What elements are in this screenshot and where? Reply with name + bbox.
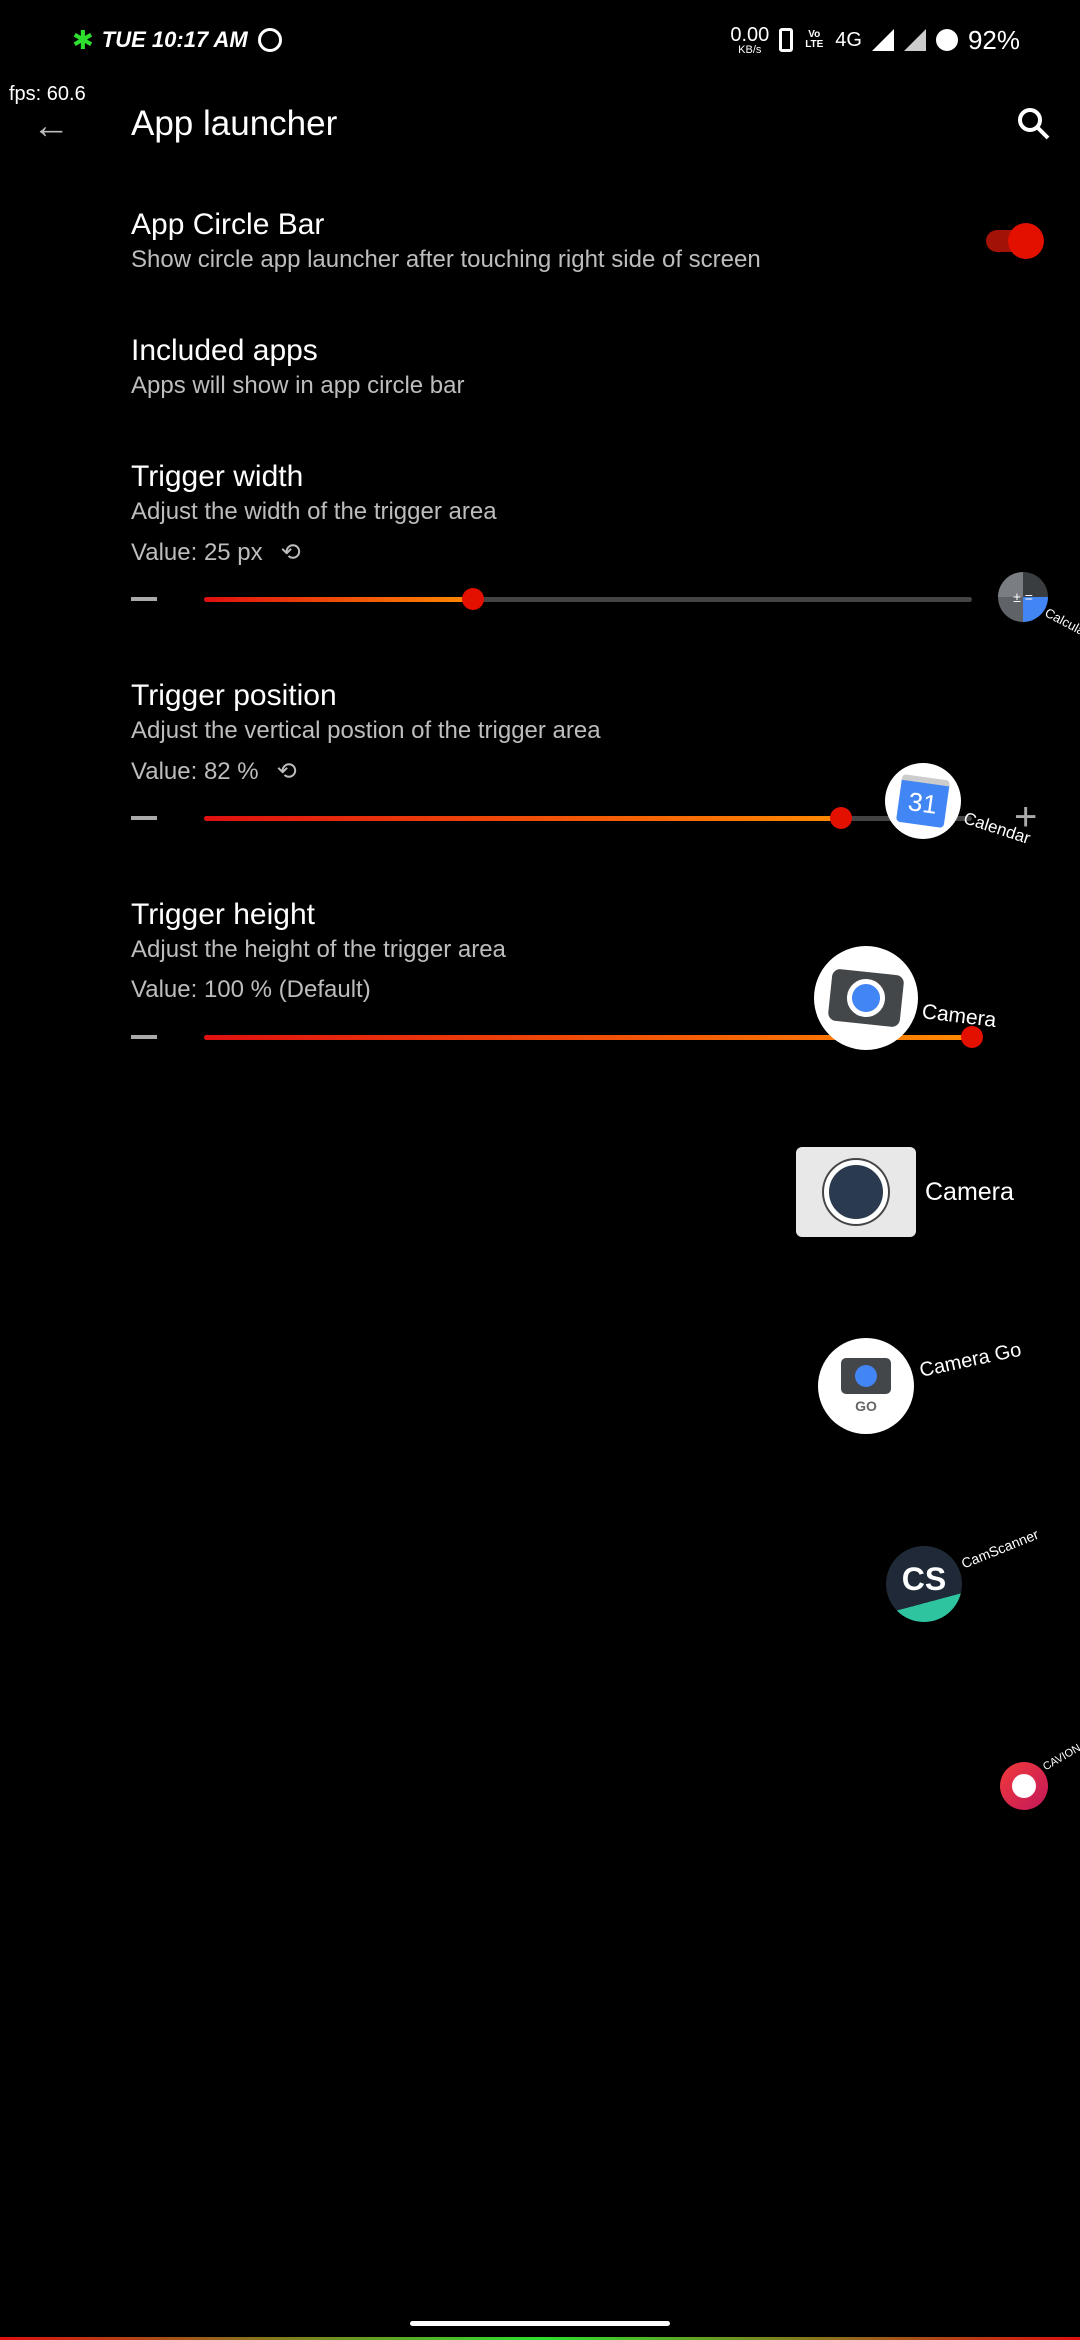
- setting-subtitle: Adjust the vertical postion of the trigg…: [131, 717, 601, 744]
- decrease-button[interactable]: [131, 597, 157, 601]
- app-label: Camera Go: [917, 1338, 1024, 1382]
- app-label: Camera: [925, 1178, 1014, 1206]
- vibrate-icon: [779, 28, 794, 52]
- setting-trigger-width: Trigger width Adjust the width of the tr…: [0, 460, 1080, 620]
- signal-icon-2: [903, 29, 926, 51]
- setting-title: Trigger position: [131, 679, 337, 712]
- status-right: 0.00 KB/s Vo LTE 4G 92%: [730, 14, 1020, 66]
- search-icon[interactable]: [1016, 106, 1052, 142]
- battery-level: 92%: [967, 24, 1020, 55]
- slider-thumb[interactable]: [830, 807, 853, 829]
- setting-value: Value: 25 px⟲: [131, 538, 301, 567]
- camera-lens-icon: [824, 1160, 888, 1224]
- fps-counter: fps: 60.6: [9, 83, 86, 105]
- signal-icon: [871, 29, 894, 51]
- setting-value: Value: 100 % (Default): [131, 976, 371, 1003]
- setting-title: App Circle Bar: [131, 208, 325, 241]
- increase-button[interactable]: +: [1014, 795, 1038, 839]
- app-calculator[interactable]: ± =: [998, 572, 1048, 622]
- setting-included-apps[interactable]: Included apps Apps will show in app circ…: [0, 326, 1080, 416]
- battery-icon: [935, 29, 958, 51]
- app-cavion[interactable]: [1000, 1762, 1048, 1810]
- slider-thumb[interactable]: [961, 1026, 983, 1048]
- setting-title: Trigger height: [131, 898, 315, 931]
- network-type: 4G: [835, 28, 862, 51]
- camscanner-logo: CS: [901, 1560, 947, 1597]
- setting-subtitle: Show circle app launcher after touching …: [131, 246, 761, 273]
- page-title: App launcher: [131, 104, 338, 143]
- slider-fill: [204, 1035, 972, 1040]
- app-label: CAVION: [1041, 1742, 1080, 1774]
- trigger-height-slider[interactable]: [204, 1026, 983, 1048]
- decrease-button[interactable]: [131, 1035, 157, 1039]
- clock: TUE 10:17 AM: [101, 27, 248, 52]
- setting-value: Value: 82 %⟲: [131, 757, 297, 786]
- back-arrow-icon[interactable]: ←: [32, 105, 70, 147]
- whatsapp-icon: [257, 28, 282, 52]
- setting-trigger-height: Trigger height Adjust the height of the …: [0, 898, 1080, 1058]
- camera-icon: [841, 1358, 891, 1394]
- setting-trigger-position: Trigger position Adjust the vertical pos…: [0, 679, 1080, 839]
- decrease-button[interactable]: [131, 816, 157, 820]
- app-label: CamScanner: [959, 1525, 1041, 1572]
- app-camscanner[interactable]: CS: [886, 1546, 962, 1622]
- setting-title: Trigger width: [131, 460, 304, 493]
- reset-icon[interactable]: ⟲: [276, 758, 297, 785]
- camera-icon: [827, 968, 905, 1028]
- slider-fill: [204, 816, 842, 821]
- net-speed: 0.00 KB/s: [730, 23, 770, 56]
- calculator-icon: ± =: [1013, 589, 1033, 605]
- app-camera-go[interactable]: GO: [818, 1338, 914, 1434]
- bottom-edge-line: [0, 2337, 1080, 2340]
- app-calendar[interactable]: 31: [885, 763, 961, 839]
- setting-subtitle: Adjust the width of the trigger area: [131, 498, 497, 525]
- trigger-width-slider[interactable]: [204, 588, 972, 610]
- slider-fill: [204, 597, 473, 602]
- volte-icon: Vo LTE: [805, 29, 824, 50]
- reset-icon[interactable]: ⟲: [280, 539, 301, 566]
- setting-subtitle: Adjust the height of the trigger area: [131, 936, 506, 963]
- setting-app-circle-bar[interactable]: App Circle Bar Show circle app launcher …: [0, 200, 1080, 300]
- setting-subtitle: Apps will show in app circle bar: [131, 372, 465, 399]
- trigger-position-slider[interactable]: [204, 807, 972, 829]
- leaf-icon: ✱: [72, 24, 94, 55]
- home-indicator[interactable]: [410, 2321, 670, 2326]
- slider-thumb[interactable]: [461, 588, 484, 610]
- calendar-icon: 31: [895, 773, 951, 829]
- status-left: ✱ TUE 10:17 AM: [72, 14, 282, 66]
- app-camera-2[interactable]: [796, 1147, 916, 1237]
- cavion-icon: [1012, 1774, 1036, 1798]
- setting-title: Included apps: [131, 334, 318, 367]
- app-circle-bar-toggle[interactable]: [986, 223, 1044, 259]
- app-camera[interactable]: [814, 946, 918, 1050]
